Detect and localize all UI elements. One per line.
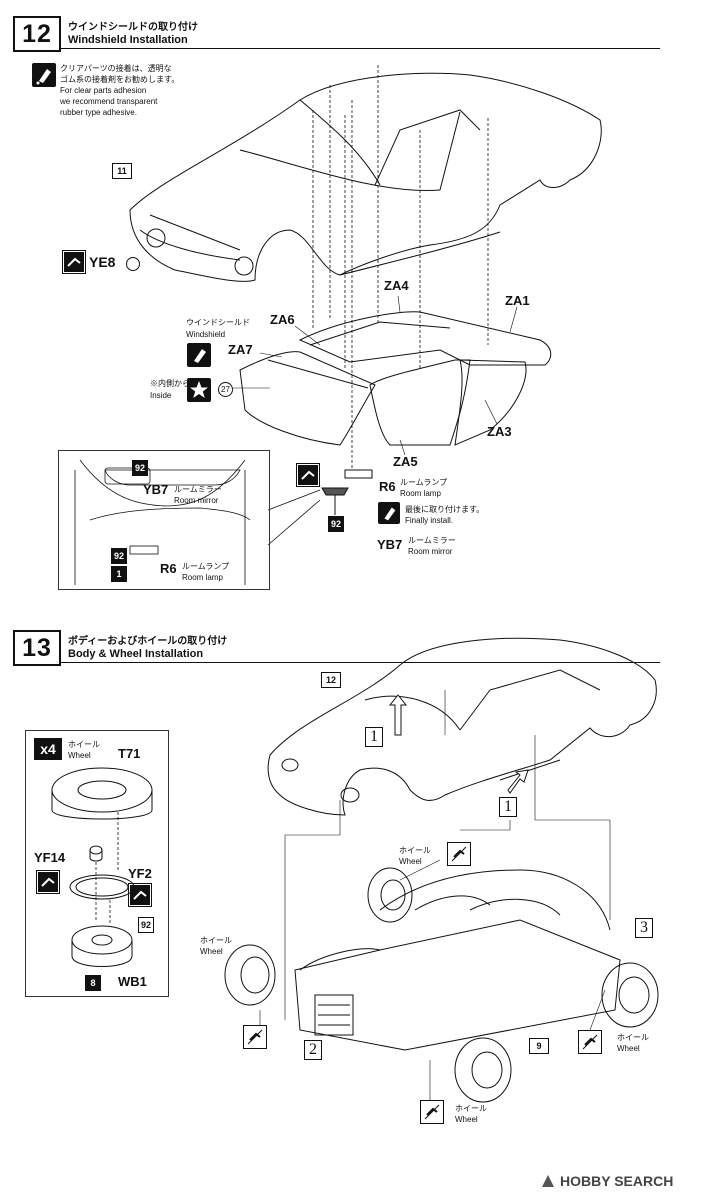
step-12-rule bbox=[60, 48, 660, 49]
inside-note-jp: ※内側から bbox=[150, 379, 190, 388]
wheel-label-rear-left-jp: ホイール bbox=[399, 846, 431, 855]
ref-step-11: 11 bbox=[112, 163, 132, 179]
step-12-title-jp: ウインドシールドの取り付け bbox=[68, 22, 198, 33]
watermark: HOBBY SEARCH bbox=[560, 1173, 674, 1189]
color-92-lamp: 92 bbox=[111, 548, 127, 564]
wheel-label-front-left-en: Wheel bbox=[200, 947, 223, 956]
windshield-label-jp: ウインドシールド bbox=[186, 318, 250, 327]
part-wb1: WB1 bbox=[118, 974, 147, 989]
color-1-lamp: 1 bbox=[111, 566, 127, 582]
step-13-title-jp: ボディーおよびホイールの取り付け bbox=[68, 636, 228, 647]
glue-icon bbox=[187, 343, 211, 367]
note-en-2: we recommend transparent bbox=[60, 97, 158, 106]
ref-step-12: 12 bbox=[321, 672, 341, 688]
ye8-part-icon bbox=[126, 257, 140, 271]
finally-glue-icon bbox=[378, 502, 400, 524]
room-mirror-jp: ルームミラー bbox=[408, 536, 456, 545]
finally-install-jp: 最後に取り付けます。 bbox=[405, 505, 485, 514]
inset-room-lamp-en: Room lamp bbox=[182, 573, 223, 582]
step-12-number: 12 bbox=[13, 16, 61, 52]
star-icon bbox=[187, 378, 211, 402]
wheel-label-front-right-en: Wheel bbox=[455, 1115, 478, 1124]
inset-part-r6: R6 bbox=[160, 561, 177, 576]
inset-part-yb7: YB7 bbox=[143, 482, 169, 497]
step-13-rule bbox=[60, 662, 660, 663]
step-12-title-en: Windshield Installation bbox=[68, 34, 188, 46]
windshield-label-en: Windshield bbox=[186, 330, 226, 339]
color-8-wheel: 8 bbox=[85, 975, 101, 991]
part-yf14: YF14 bbox=[34, 850, 66, 865]
wheel-glue-icon-rr bbox=[578, 1030, 602, 1054]
finally-install-en: Finally install. bbox=[405, 516, 454, 525]
room-lamp-en: Room lamp bbox=[400, 489, 441, 498]
part-za1: ZA1 bbox=[505, 293, 530, 308]
part-za6: ZA6 bbox=[270, 312, 295, 327]
yf2-marker-icon bbox=[128, 883, 152, 907]
wheel-glue-icon-rl bbox=[447, 842, 471, 866]
note-en-1: For clear parts adhesion bbox=[60, 86, 147, 95]
wheel-label-rear-right-jp: ホイール bbox=[617, 1033, 649, 1042]
wheel-box-en: Wheel bbox=[68, 751, 91, 760]
room-lamp-jp: ルームランプ bbox=[400, 478, 448, 487]
wheel-label-rear-left-en: Wheel bbox=[399, 857, 422, 866]
hobby-search-logo-icon bbox=[540, 1173, 556, 1189]
part-ye8: YE8 bbox=[89, 254, 116, 270]
part-za7: ZA7 bbox=[228, 342, 253, 357]
part-za5: ZA5 bbox=[393, 454, 418, 469]
inset-room-mirror-en: Room mirror bbox=[174, 496, 219, 505]
arrow-label-1-bottom: 1 bbox=[499, 797, 517, 817]
r6-marker-icon bbox=[296, 463, 320, 487]
interior-inset-box bbox=[58, 450, 270, 590]
color-92-mirror: 92 bbox=[132, 460, 148, 476]
wheel-label-front-left-jp: ホイール bbox=[200, 936, 232, 945]
times-4-badge: x4 bbox=[34, 738, 62, 760]
wheel-assembly-box bbox=[25, 730, 169, 997]
wheel-glue-icon-fr bbox=[420, 1100, 444, 1124]
part-r6: R6 bbox=[379, 479, 396, 494]
yf14-marker-icon bbox=[36, 870, 60, 894]
arrow-label-1-top: 1 bbox=[365, 727, 383, 747]
wheel-label-front-right-jp: ホイール bbox=[455, 1104, 487, 1113]
step-13-number: 13 bbox=[13, 630, 61, 666]
inset-room-lamp-jp: ルームランプ bbox=[182, 562, 230, 571]
part-yf2: YF2 bbox=[128, 866, 152, 881]
decal-27: 27 bbox=[218, 382, 233, 397]
wheel-glue-icon-fl bbox=[243, 1025, 267, 1049]
color-92-step12: 92 bbox=[328, 516, 344, 532]
step-13-title-en: Body & Wheel Installation bbox=[68, 648, 204, 660]
inside-note-en: Inside bbox=[150, 391, 172, 400]
adhesive-icon bbox=[32, 63, 56, 87]
part-yb7: YB7 bbox=[377, 537, 403, 552]
arrow-label-3: 3 bbox=[635, 918, 653, 938]
wheel-box-jp: ホイール bbox=[68, 740, 100, 749]
inset-room-mirror-jp: ルームミラー bbox=[174, 485, 222, 494]
ye8-marker-icon bbox=[62, 250, 86, 274]
room-mirror-en: Room mirror bbox=[408, 547, 453, 556]
step-13-divider bbox=[60, 630, 61, 662]
ref-9: 9 bbox=[529, 1038, 549, 1054]
part-za4: ZA4 bbox=[384, 278, 409, 293]
note-jp-1: クリアパーツの接着は、透明な bbox=[60, 64, 172, 73]
note-en-3: rubber type adhesive. bbox=[60, 108, 137, 117]
step-12-divider bbox=[60, 16, 61, 48]
part-za3: ZA3 bbox=[487, 424, 512, 439]
note-jp-2: ゴム系の接着剤をお勧めします。 bbox=[60, 75, 180, 84]
part-t71: T71 bbox=[118, 746, 141, 761]
arrow-label-2: 2 bbox=[304, 1040, 322, 1060]
color-92-wheel: 92 bbox=[138, 917, 154, 933]
wheel-label-rear-right-en: Wheel bbox=[617, 1044, 640, 1053]
